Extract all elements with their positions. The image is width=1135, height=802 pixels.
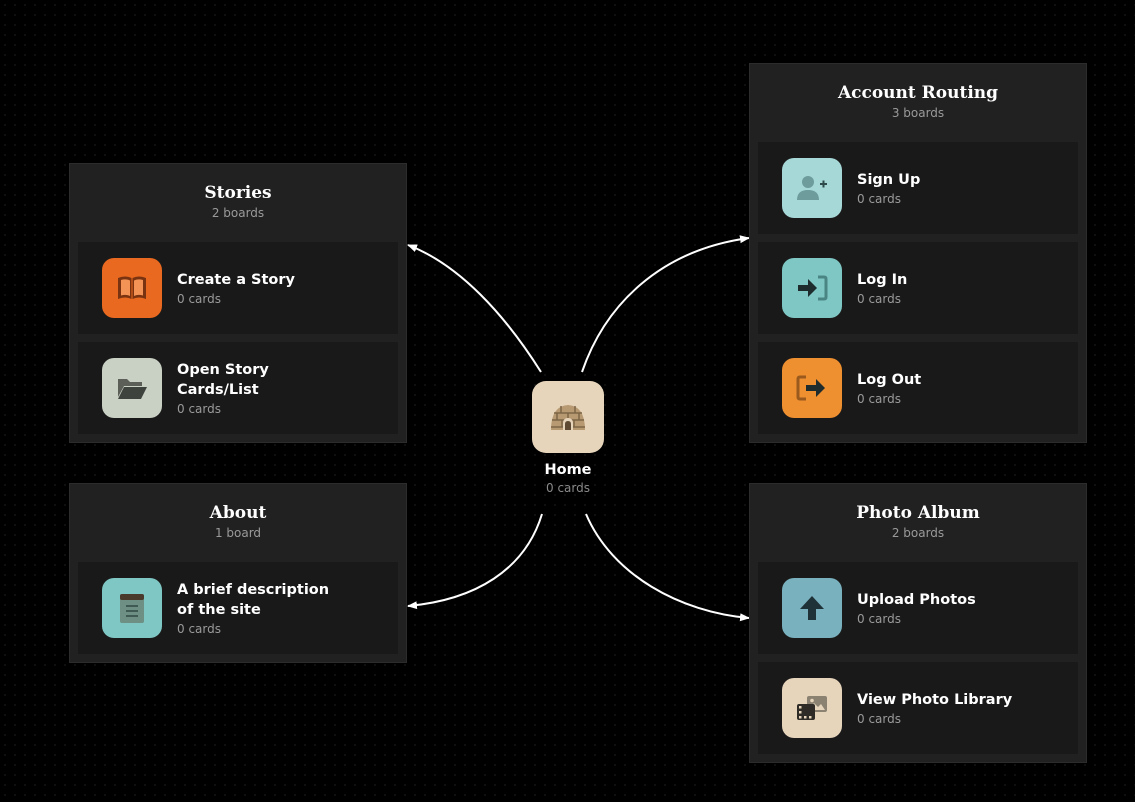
group-about[interactable]: About 1 board A brief description of the… [69,483,407,663]
card-create-a-story[interactable]: Create a Story 0 cards [78,242,398,334]
upload-arrow-icon [782,578,842,638]
home-title: Home [544,462,592,478]
group-stories[interactable]: Stories 2 boards Create a Story 0 cards … [69,163,407,443]
group-title: About [209,503,267,523]
group-title: Photo Album [856,503,980,523]
card-upload-photos[interactable]: Upload Photos 0 cards [758,562,1078,654]
group-board-count: 2 boards [211,206,265,220]
card-count: 0 cards [177,622,221,636]
card-count: 0 cards [857,612,901,626]
group-header: Stories 2 boards [78,164,398,242]
sign-out-icon [782,358,842,418]
group-photo-album[interactable]: Photo Album 2 boards Upload Photos 0 car… [749,483,1087,763]
group-board-count: 1 board [214,526,262,540]
card-title: Log Out [857,372,922,388]
group-title: Account Routing [837,83,999,103]
arrow-home-to-account [581,235,750,373]
arrow-home-to-stories [407,244,542,373]
home-node[interactable]: Home 0 cards [531,381,605,495]
card-title: Create a Story [177,272,295,288]
arrow-home-to-photos [585,513,750,622]
card-title: Log In [857,272,908,288]
group-board-count: 2 boards [891,526,945,540]
card-open-story-cards-list[interactable]: Open Story Cards/List 0 cards [78,342,398,434]
book-icon [102,258,162,318]
card-count: 0 cards [857,392,901,406]
photo-film-icon [782,678,842,738]
card-title: View Photo Library [857,692,1013,708]
card-title: Upload Photos [857,592,976,608]
user-plus-icon [782,158,842,218]
card-title: Sign Up [857,172,921,188]
card-count: 0 cards [177,402,221,416]
folder-open-icon [102,358,162,418]
card-count: 0 cards [857,292,901,306]
sign-in-icon [782,258,842,318]
group-header: Photo Album 2 boards [758,484,1078,562]
card-brief-description[interactable]: A brief description of the site 0 cards [78,562,398,654]
card-count: 0 cards [177,292,221,306]
group-title: Stories [204,183,272,203]
card-count: 0 cards [857,192,901,206]
card-log-out[interactable]: Log Out 0 cards [758,342,1078,434]
card-title: Open Story Cards/List [177,362,269,398]
group-header: About 1 board [78,484,398,562]
card-count: 0 cards [857,712,901,726]
group-account-routing[interactable]: Account Routing 3 boards Sign Up 0 cards… [749,63,1087,443]
igloo-icon [532,381,604,453]
group-header: Account Routing 3 boards [758,64,1078,142]
group-board-count: 3 boards [891,106,945,120]
home-count: 0 cards [546,481,590,495]
card-log-in[interactable]: Log In 0 cards [758,242,1078,334]
card-title: A brief description of the site [177,582,330,618]
notepad-icon [102,578,162,638]
card-view-photo-library[interactable]: View Photo Library 0 cards [758,662,1078,754]
arrow-home-to-about [407,513,543,610]
card-sign-up[interactable]: Sign Up 0 cards [758,142,1078,234]
